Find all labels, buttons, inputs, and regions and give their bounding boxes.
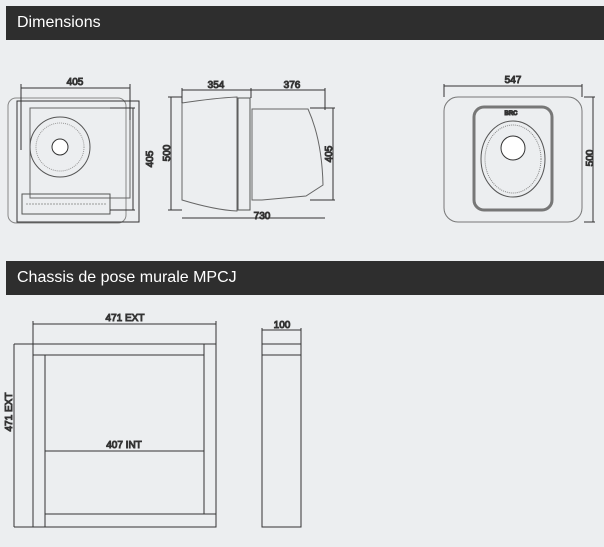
front-view-drawing	[7, 84, 140, 224]
section-header-dimensions: Dimensions	[6, 6, 604, 40]
side-depth-b-label: 376	[284, 80, 301, 91]
side-view-drawing	[168, 88, 335, 219]
rear-view-drawing	[443, 84, 595, 223]
front-width-label: 405	[67, 77, 84, 88]
section-header-chassis: Chassis de pose murale MPCJ	[6, 261, 604, 295]
chassis-ext-height-label: 471 EXT	[4, 393, 15, 432]
chassis-ext-width-label: 471 EXT	[106, 313, 145, 324]
side-depth-a-label: 354	[208, 80, 225, 91]
side-fan-height-label: 405	[324, 145, 335, 162]
chassis-side-drawing	[261, 328, 302, 528]
rear-height-label: 500	[585, 149, 596, 166]
front-height-label: 405	[145, 150, 156, 167]
side-height-label: 500	[162, 144, 173, 161]
chassis-front-drawing	[13, 321, 217, 528]
chassis-int-width-label: 407 INT	[106, 440, 142, 451]
chassis-depth-label: 100	[274, 320, 291, 331]
side-total-label: 730	[254, 211, 271, 222]
brand-logo: BRC	[505, 111, 519, 117]
rear-width-label: 547	[505, 75, 522, 86]
